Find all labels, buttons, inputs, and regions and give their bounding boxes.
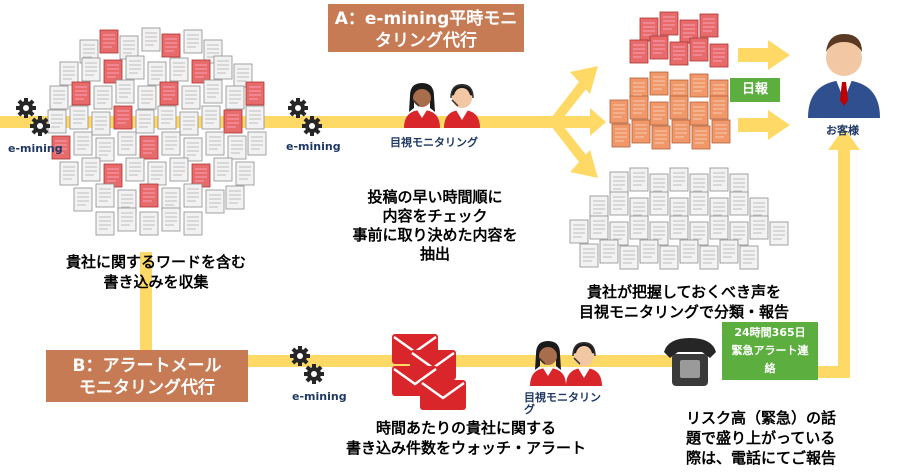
alert-badge-line1: 24時間365日 xyxy=(734,326,806,339)
check-caption-line4: 抽出 xyxy=(419,245,450,263)
arrow-to-customer-1 xyxy=(738,40,790,70)
risk-caption-line3: 際は、電話にてご報告 xyxy=(686,449,837,467)
watch-caption-line1: 時間あたりの貴社に関する xyxy=(375,419,556,437)
daily-report-badge: 日報 xyxy=(730,78,780,102)
risk-caption-line1: リスク高（緊急）の話 xyxy=(686,409,837,427)
collected-documents-cluster xyxy=(47,27,267,236)
alert-badge-line3: 絡 xyxy=(764,362,776,375)
collect-caption: 貴社に関するワードを含む 書き込みを収集 xyxy=(36,252,276,292)
orange-documents-group xyxy=(609,71,731,150)
alert-badge: 24時間365日 緊急アラート連 絡 xyxy=(722,322,818,380)
engine-label-check: e-mining xyxy=(286,140,341,153)
classify-caption-line2: 目視モニタリングで分類・報告 xyxy=(578,303,789,321)
monitor-label-bottom-text: 目視モニタリング xyxy=(524,391,601,416)
check-caption: 投稿の早い時間順に 内容をチェック 事前に取り決めた内容を 抽出 xyxy=(330,188,540,264)
watch-caption-line2: 書き込み件数をウォッチ・アラート xyxy=(345,439,586,457)
daily-report-label: 日報 xyxy=(741,82,768,97)
section-b-title-line1: B：アラートメール xyxy=(72,356,222,376)
arrow-to-customer-2 xyxy=(738,110,790,140)
collect-caption-line2: 書き込みを収集 xyxy=(103,273,209,291)
telephone-icon xyxy=(664,338,716,386)
customer-label: お客様 xyxy=(826,124,859,137)
risk-caption: リスク高（緊急）の話 題で盛り上がっている 際は、電話にてご報告 xyxy=(686,408,896,468)
classify-caption-line1: 貴社が把握しておくべき声を xyxy=(586,283,782,301)
white-documents-group xyxy=(569,167,789,270)
section-a-title-line1: A：e-mining平時モニ xyxy=(334,9,518,29)
engine-label-alert: e-mining xyxy=(292,390,347,403)
classify-caption: 貴社が把握しておくべき声を 目視モニタリングで分類・報告 xyxy=(556,282,812,322)
red-documents-group xyxy=(629,11,729,68)
check-caption-line1: 投稿の早い時間順に xyxy=(367,188,503,206)
risk-caption-line2: 題で盛り上がっている xyxy=(686,429,836,447)
monitor-label-top: 目視モニタリング xyxy=(390,136,478,149)
check-caption-line3: 事前に取り決めた内容を xyxy=(352,226,518,244)
monitor-label-bottom: 目視モニタリング xyxy=(524,392,604,416)
check-caption-line2: 内容をチェック xyxy=(382,207,488,225)
section-b-title-line2: モニタリング代行 xyxy=(79,378,215,398)
engine-label-collect: e-mining xyxy=(8,142,63,155)
watch-caption: 時間あたりの貴社に関する 書き込み件数をウォッチ・アラート xyxy=(326,418,606,458)
fork-arrows xyxy=(548,66,606,178)
collect-caption-line1: 貴社に関するワードを含む xyxy=(65,253,246,271)
section-b-title: B：アラートメール モニタリング代行 xyxy=(46,350,248,402)
envelope-icon xyxy=(390,332,468,412)
customer-icon xyxy=(808,34,880,118)
alert-badge-line2: 緊急アラート連 xyxy=(731,344,809,357)
section-a-title-line2: タリング代行 xyxy=(375,31,477,51)
section-a-title: A：e-mining平時モニ タリング代行 xyxy=(328,4,524,52)
flow-line-left-vertical xyxy=(140,252,152,360)
